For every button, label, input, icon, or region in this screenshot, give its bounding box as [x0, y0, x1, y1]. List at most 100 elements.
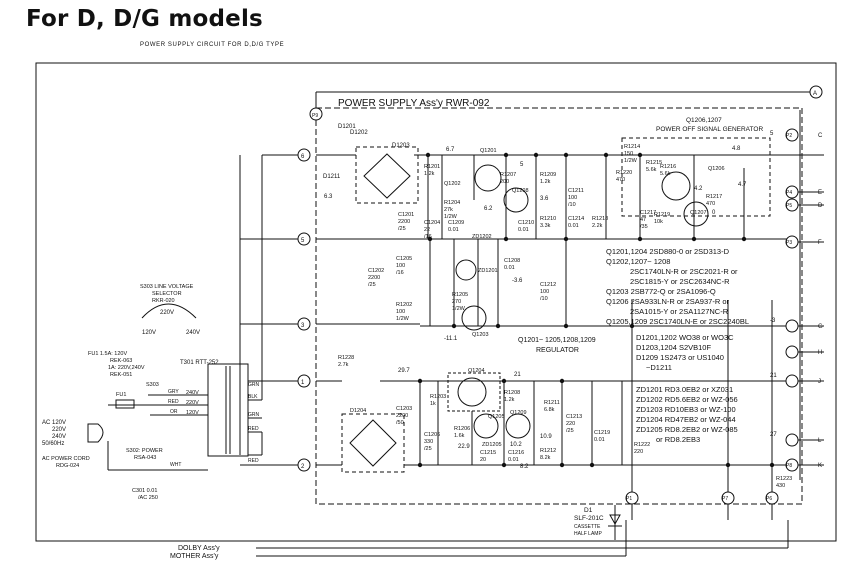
c1212-value: 100: [540, 289, 549, 295]
c1205-name: C1205: [396, 256, 412, 262]
c1201-rating: /25: [398, 226, 406, 232]
board-boundary: [315, 107, 803, 505]
tap-240: 240V: [186, 390, 199, 396]
q1204-label: Q1204: [468, 368, 485, 374]
fuse-spec-0: FU1 1.5A: 120V: [88, 351, 127, 357]
conn-right-c: C: [818, 133, 823, 139]
tr-list-2: 2SC1740LN-R or 2SC2021-R or: [630, 267, 738, 276]
mains-0: AC 120V: [42, 420, 66, 426]
c1219-value: 0.01: [594, 437, 605, 443]
d1211-label: D1211: [323, 174, 341, 180]
r1214-value: 150: [624, 151, 633, 157]
c1203-rating: /50: [396, 420, 404, 426]
c1206-rating: /25: [424, 446, 432, 452]
power-switch-1: RSA-043: [134, 455, 156, 461]
c1213-value: 220: [566, 421, 575, 427]
wht-label: WHT: [170, 462, 181, 468]
c1210-name: C1210: [518, 220, 534, 226]
r1204-rating: 1/2W: [444, 214, 458, 220]
conn-right-d: D: [818, 203, 823, 209]
r1203-name: R1203: [430, 394, 446, 400]
r1202-rating: 1/2W: [396, 316, 410, 322]
voltage-11: -11.1: [444, 336, 458, 342]
c1205-rating: /16: [396, 270, 404, 276]
r1210-value: 3.3k: [540, 223, 551, 229]
fuse-spec-3: REK-051: [110, 372, 132, 378]
sec-red-2: RED: [248, 458, 259, 464]
r1202-name: R1202: [396, 302, 412, 308]
r1207-name: R1207: [500, 172, 516, 178]
d1204-label: D1204: [350, 408, 366, 414]
r1223-name: R1223: [776, 476, 792, 482]
c1204-value: 22: [424, 227, 430, 233]
signal-gen-refs: Q1206,1207: [686, 117, 722, 124]
tr-list-0: Q1201,1204 2SD880-0 or 2SD313-D: [606, 247, 730, 256]
c1216-value: 0.01: [508, 457, 519, 463]
voltage-12: 29.7: [398, 368, 410, 374]
voltage-4: 4.8: [732, 146, 741, 152]
r1210-name: R1210: [540, 216, 556, 222]
c1217-rating: /35: [640, 224, 648, 230]
r1209-name: R1209: [540, 172, 556, 178]
selector-120: 120V: [142, 330, 156, 336]
conn-right-f: F: [818, 240, 822, 246]
r1209-value: 1.2k: [540, 179, 551, 185]
zener-list-3: ZD1204 RD47EB2 or WZ-044: [636, 415, 736, 424]
c301-label-0: C301 0.01: [132, 488, 157, 494]
transformer-label: T301 RTT-252: [180, 360, 219, 366]
voltage-8: 6.3: [324, 194, 333, 200]
selector-240: 240V: [186, 330, 200, 336]
q1206-label: Q1206: [708, 166, 725, 172]
r1205-name: R1205: [452, 292, 468, 298]
c1206-name: C1206: [424, 432, 440, 438]
c1212-name: C1212: [540, 282, 556, 288]
q1209-label: Q1209: [510, 410, 527, 416]
c1217-value: 47: [640, 217, 646, 223]
r1206-name: R1206: [454, 426, 470, 432]
r1222-value: 220: [634, 449, 643, 455]
conn-right-g: G: [818, 324, 823, 330]
zener-list-2: ZD1203 RD10EB3 or WZ-100: [636, 405, 736, 414]
c1204-rating: /16: [424, 234, 432, 240]
voltage-6: 4.7: [738, 182, 747, 188]
q1203-label: Q1203: [472, 332, 489, 338]
r1218-value: 2.2k: [592, 223, 603, 229]
r1201-value: 1.2k: [424, 171, 435, 177]
q1205-label: Q1205: [488, 414, 505, 420]
diode-list-0: D1201,1202 WO38 or WO3C: [636, 333, 734, 342]
tr-list-4: Q1203 2SB772-Q or 2SA1096-Q: [606, 287, 716, 296]
r1211-name: R1211: [544, 400, 560, 406]
c1202-name: C1202: [368, 268, 384, 274]
voltage-16: 10.9: [540, 434, 552, 440]
voltage-14: 22.9: [458, 444, 470, 450]
pin-right-3: P5: [786, 203, 792, 209]
c1219-name: C1219: [594, 430, 610, 436]
c1215-name: C1215: [480, 450, 496, 456]
r1214-name: R1214: [624, 144, 640, 150]
box-right-3: 21: [770, 373, 777, 379]
r1228-value: 2.7k: [338, 362, 349, 368]
r1223-value: 430: [776, 483, 785, 489]
conn-right-h: H: [818, 350, 822, 356]
conn-right-a: A: [813, 91, 817, 97]
c1213-name: C1213: [566, 414, 582, 420]
r1220-value: 470: [616, 177, 625, 183]
r1202-value: 100: [396, 309, 405, 315]
board-title: POWER SUPPLY Ass'y RWR-092: [338, 98, 490, 109]
conn-right-l: L: [818, 438, 822, 444]
voltage-9: 6.2: [484, 206, 493, 212]
tr-list-5: Q1206 2SA933LN-R or 2SA937-R or: [606, 297, 729, 306]
mains-1: 220V: [52, 427, 66, 433]
r1204-name: R1204: [444, 200, 460, 206]
selector-label-0: S303 LINE VOLTAGE: [140, 284, 194, 290]
regulator-refs: Q1201~ 1205,1208,1209: [518, 337, 596, 344]
c1213-rating: /25: [566, 428, 574, 434]
r1212-value: 8.2k: [540, 455, 551, 461]
r1212-name: R1212: [540, 448, 556, 454]
r1228-name: R1228: [338, 355, 354, 361]
pin-right-1: P2: [786, 133, 792, 139]
voltage-7: 0: [712, 210, 716, 216]
diagram-caption: POWER SUPPLY CIRCUIT FOR D,D/G TYPE: [140, 42, 285, 48]
r1217-value: 470: [706, 201, 715, 207]
zener-list-0: ZD1201 RD3.0EB2 or XZ031: [636, 385, 733, 394]
